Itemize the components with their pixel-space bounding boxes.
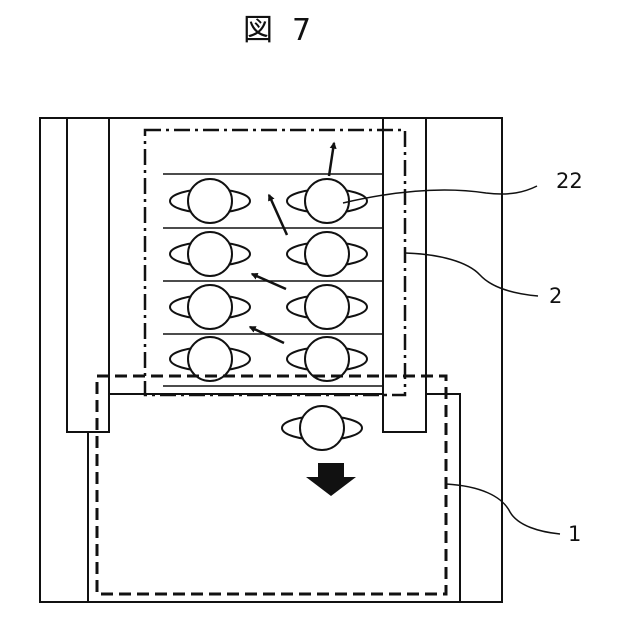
disc-unit [170, 337, 250, 381]
disc-unit [170, 232, 250, 276]
disc-unit [287, 337, 367, 381]
figure-title-char: 図 [243, 13, 273, 48]
leader-line-22 [343, 186, 537, 203]
figure-title-number: 7 [292, 13, 311, 48]
arrow-icon [250, 327, 284, 343]
disc-stack [170, 179, 367, 450]
label-2: 2 [549, 284, 562, 308]
left-guide-post [67, 118, 109, 432]
arrow-icon [269, 195, 287, 235]
label-22: 22 [556, 169, 583, 193]
label-1: 1 [568, 522, 581, 546]
disc-unit [287, 232, 367, 276]
disc-unit [170, 285, 250, 329]
down-block-arrow-icon [306, 463, 356, 496]
arrow-icon [329, 143, 334, 176]
leader-line-2 [405, 253, 538, 296]
lower-chamber [88, 394, 460, 602]
leader-lines [343, 186, 560, 534]
disc-unit [170, 179, 250, 223]
disc-unit-dropped [282, 406, 362, 450]
disc-unit [287, 285, 367, 329]
dashed-frame-1 [97, 376, 446, 594]
